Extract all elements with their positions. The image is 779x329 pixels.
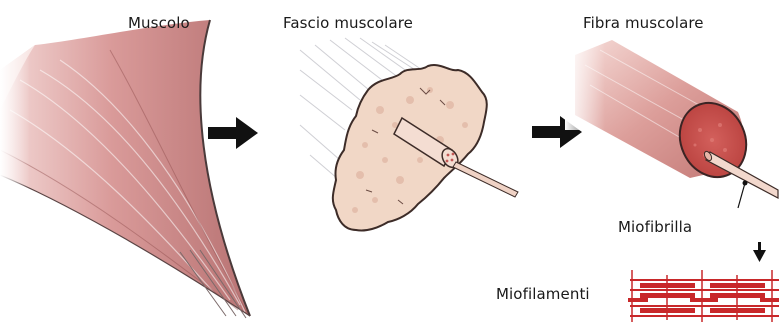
label-myofilaments: Miofilamenti bbox=[496, 285, 590, 303]
fascicle-illustration bbox=[300, 38, 518, 231]
label-muscle: Muscolo bbox=[128, 14, 190, 32]
arrow-down-icon bbox=[753, 242, 766, 262]
arrow-right-icon bbox=[208, 117, 258, 149]
myofilaments-illustration bbox=[628, 270, 779, 322]
label-fiber: Fibra muscolare bbox=[583, 14, 704, 32]
muscle-illustration bbox=[0, 20, 250, 318]
fiber-illustration bbox=[565, 40, 778, 208]
label-myofibril: Miofibrilla bbox=[618, 218, 692, 236]
label-fascicle: Fascio muscolare bbox=[283, 14, 413, 32]
